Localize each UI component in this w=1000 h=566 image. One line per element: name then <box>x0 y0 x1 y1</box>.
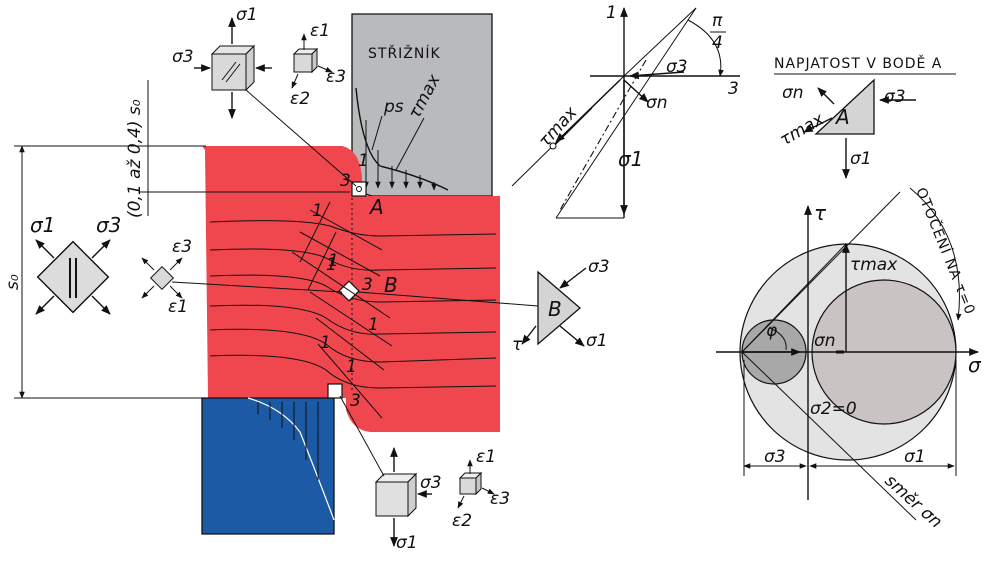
a-axis-1: 1 <box>358 151 369 171</box>
vector-sigma3: σ3 <box>666 57 688 77</box>
vector-axis-1: 1 <box>606 3 617 23</box>
a-triangle-sigma1: σ1 <box>850 149 872 169</box>
b-leader <box>357 291 539 307</box>
top-cube-sigma1: σ1 <box>236 5 258 25</box>
die-body <box>201 397 335 535</box>
b-axis-1: 1 <box>328 251 339 271</box>
mohr-tau-axis: τ <box>814 201 827 225</box>
vector-axis-3: 3 <box>728 79 739 99</box>
die-pressure-curve <box>247 397 335 521</box>
a-triangle-sigma3: σ3 <box>884 87 906 107</box>
bottom-cube-leader <box>339 395 385 477</box>
stress-vector-diagram <box>511 7 740 219</box>
b-triangle-tau: τ <box>512 335 523 355</box>
bottom-cube-sigma1: σ1 <box>396 533 418 553</box>
vector-sigma1: σ1 <box>618 147 643 171</box>
vector-tau-max: τmax <box>535 102 582 151</box>
a-triangle-element <box>803 78 916 179</box>
point-a-label: A <box>368 195 384 219</box>
bottom-cube-sigma3: σ3 <box>420 473 442 493</box>
top-strain-eps1: ε1 <box>310 21 330 41</box>
ps-label: ps <box>383 97 404 117</box>
punch-pressure-arrows <box>363 120 437 191</box>
left-strain-leader <box>171 281 343 293</box>
sheet-fiber-lines <box>209 220 497 389</box>
mohr-tau-max: τmax <box>850 255 898 275</box>
trajectory-labels: 1 1 1 1 1 <box>312 201 379 377</box>
element-die-square <box>327 383 343 399</box>
point-b-label: B <box>384 273 398 297</box>
svg-text:1: 1 <box>320 333 331 353</box>
s0-label: s₀ <box>3 274 23 290</box>
tau-max-leader <box>395 117 425 171</box>
mohr-circles <box>716 187 979 521</box>
bottom-strain-eps3: ε3 <box>490 489 510 509</box>
b-triangle-sigma1: σ1 <box>586 331 608 351</box>
b-triangle-element <box>521 267 587 347</box>
punch-label: STŘIŽNÍK <box>368 44 441 62</box>
left-strain-eps1: ε1 <box>168 297 188 317</box>
die-axis-3: 3 <box>350 391 361 411</box>
top-strain-cube <box>291 33 333 89</box>
a-triangle-sigma-n: σn <box>782 83 804 103</box>
mohr-sigma-n: σn <box>814 331 836 351</box>
stress-at-a-title: NAPJATOST V BODĚ A <box>774 55 942 72</box>
principal-direction-lines <box>291 201 393 419</box>
svg-text:1: 1 <box>312 201 323 221</box>
top-strain-eps2: ε2 <box>290 89 310 109</box>
mohr-sigma1-dim: σ1 <box>904 447 926 467</box>
pi-over-4-den: 4 <box>712 33 723 53</box>
vector-sigma-n: σn <box>646 93 668 113</box>
punch-pressure-curve <box>355 87 449 191</box>
a-triangle-label: A <box>834 105 850 129</box>
svg-text:1: 1 <box>346 357 357 377</box>
top-stress-cube <box>194 17 272 119</box>
left-stress-diamond <box>35 239 111 315</box>
mohr-sigma2-zero: σ2=0 <box>810 399 857 419</box>
mohr-sigma3-dim: σ3 <box>764 447 786 467</box>
b-triangle-sigma3: σ3 <box>588 257 610 277</box>
svg-text:1: 1 <box>368 315 379 335</box>
svg-text:1: 1 <box>326 255 337 275</box>
bottom-strain-cube <box>457 459 495 509</box>
direction-label: směr σn <box>881 471 946 533</box>
gap-formula-label: (0,1 až 0,4) s₀ <box>125 99 145 218</box>
b-axis-3: 3 <box>362 275 373 295</box>
mohr-sigma-axis: σ <box>968 353 982 377</box>
element-b-diamond <box>338 280 360 302</box>
left-strain-diamond <box>141 257 183 299</box>
top-cube-leader <box>245 89 357 187</box>
die-pressure-arrows <box>257 402 319 480</box>
element-a-dot <box>356 186 362 192</box>
bottom-strain-eps1: ε1 <box>476 447 496 467</box>
left-diamond-sigma3: σ3 <box>96 213 121 237</box>
top-strain-eps3: ε3 <box>326 67 346 87</box>
a-triangle-tau-max: τmax <box>777 109 829 150</box>
mohr-phi: φ <box>766 321 778 341</box>
top-cube-sigma3: σ3 <box>172 47 194 67</box>
left-diamond-sigma1: σ1 <box>30 213 55 237</box>
a-axis-3: 3 <box>340 171 351 191</box>
ps-leader <box>371 115 383 151</box>
b-triangle-label: B <box>548 297 562 321</box>
pi-over-4-num: π <box>712 11 723 31</box>
left-strain-eps3: ε3 <box>172 237 192 257</box>
bottom-stress-cube <box>374 447 432 547</box>
bottom-strain-eps2: ε2 <box>452 511 472 531</box>
